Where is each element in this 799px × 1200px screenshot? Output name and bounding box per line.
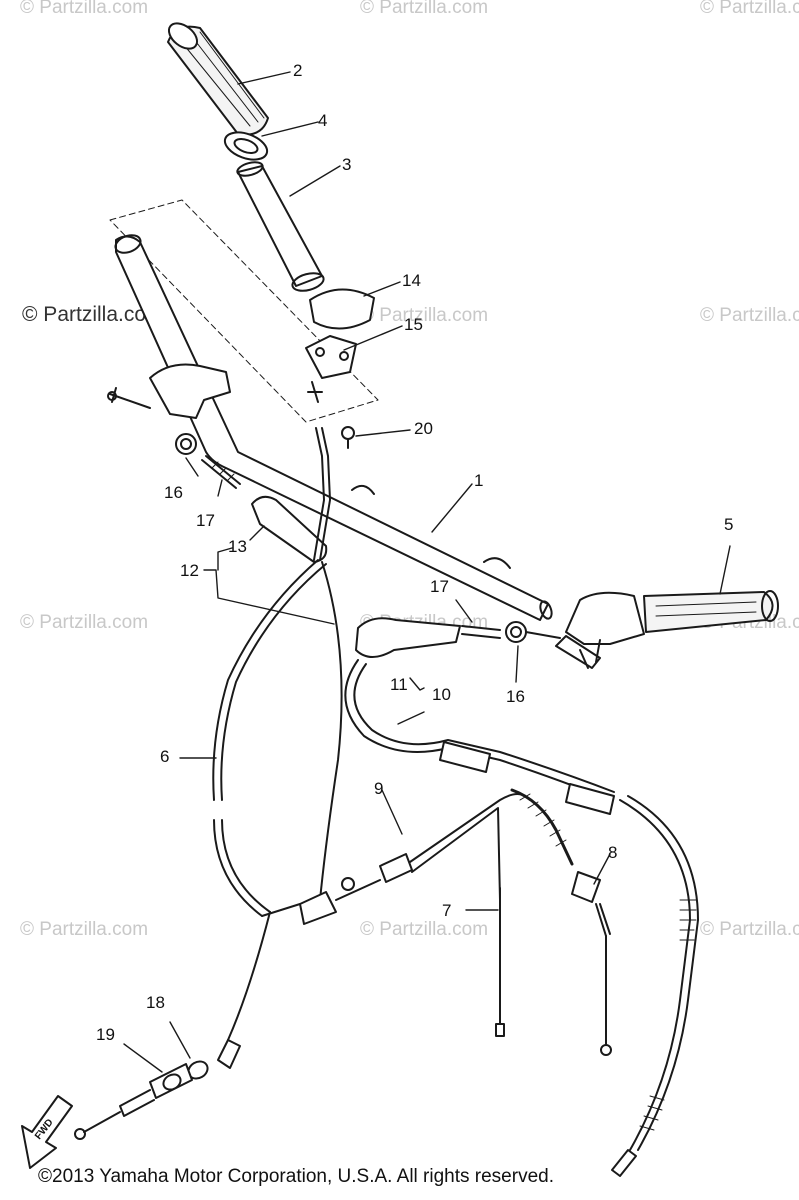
- throttle-cable-6: [212, 559, 327, 917]
- adjuster-nut-left: [175, 433, 197, 455]
- throttle-cable-9: [261, 561, 531, 925]
- adjuster-nut-right: [505, 621, 561, 643]
- watermark: © Partzilla.com: [360, 0, 489, 18]
- callout-3: 3: [342, 155, 352, 174]
- callout-2: 2: [293, 61, 303, 80]
- callout-15: 15: [404, 315, 423, 334]
- callout-14: 14: [402, 271, 421, 290]
- callout-6: 6: [160, 747, 170, 766]
- callout-9: 9: [374, 779, 384, 798]
- callout-12: 12: [180, 561, 199, 580]
- callout-16-left: 16: [164, 483, 183, 502]
- callout-20: 20: [414, 419, 433, 438]
- cable-7: [495, 887, 505, 1037]
- throttle-housing-lower: [305, 335, 357, 403]
- screw-part: [341, 426, 355, 449]
- right-grip-part: [643, 590, 779, 633]
- watermark: © Partzilla.com: [700, 919, 799, 940]
- clutch-lever-bracket: [107, 363, 231, 419]
- callout-11: 11: [390, 675, 408, 694]
- watermark: © Partzilla.com: [360, 919, 489, 940]
- right-lever-bracket: [555, 591, 645, 669]
- watermark: © Partzilla.com: [360, 305, 489, 326]
- left-grip-part: [167, 22, 269, 136]
- watermark-primary: © Partzilla.com: [22, 303, 164, 326]
- callout-1: 1: [474, 471, 484, 490]
- callout-17-left: 17: [196, 511, 215, 530]
- watermark: © Partzilla.com: [20, 612, 149, 633]
- callout-19: 19: [96, 1025, 115, 1044]
- copyright-notice: ©2013 Yamaha Motor Corporation, U.S.A. A…: [38, 1166, 554, 1187]
- callout-13: 13: [228, 537, 247, 556]
- callout-16-right: 16: [506, 687, 525, 706]
- throttle-tube-part: [236, 161, 325, 292]
- watermark: © Partzilla.com: [20, 919, 149, 940]
- callout-17-right: 17: [430, 577, 449, 596]
- cable-8: [510, 788, 612, 1056]
- callout-7: 7: [442, 901, 452, 920]
- watermark: © Partzilla.com: [700, 305, 799, 326]
- callout-18: 18: [146, 993, 165, 1012]
- grip-collar-part: [223, 131, 269, 161]
- leader-lines: [123, 71, 731, 1073]
- throttle-cable-upper: [313, 427, 331, 561]
- adjuster-19: [74, 1063, 193, 1140]
- clutch-cable-10: [344, 659, 699, 1177]
- callout-8: 8: [608, 843, 618, 862]
- callout-4: 4: [318, 111, 328, 130]
- watermark: © Partzilla.com: [700, 0, 799, 18]
- forward-arrow-icon: [21, 1095, 73, 1169]
- callout-5: 5: [724, 515, 734, 534]
- adjuster-bolt-right: [461, 625, 501, 639]
- cable-6-lower: [217, 911, 271, 1069]
- callout-10: 10: [432, 685, 451, 704]
- throttle-housing-upper: [309, 288, 375, 330]
- handlebar-part: [114, 234, 553, 621]
- cable-cover-11: [355, 617, 461, 658]
- adjuster-bolt-left: [201, 455, 241, 489]
- watermark: © Partzilla.com: [20, 0, 149, 18]
